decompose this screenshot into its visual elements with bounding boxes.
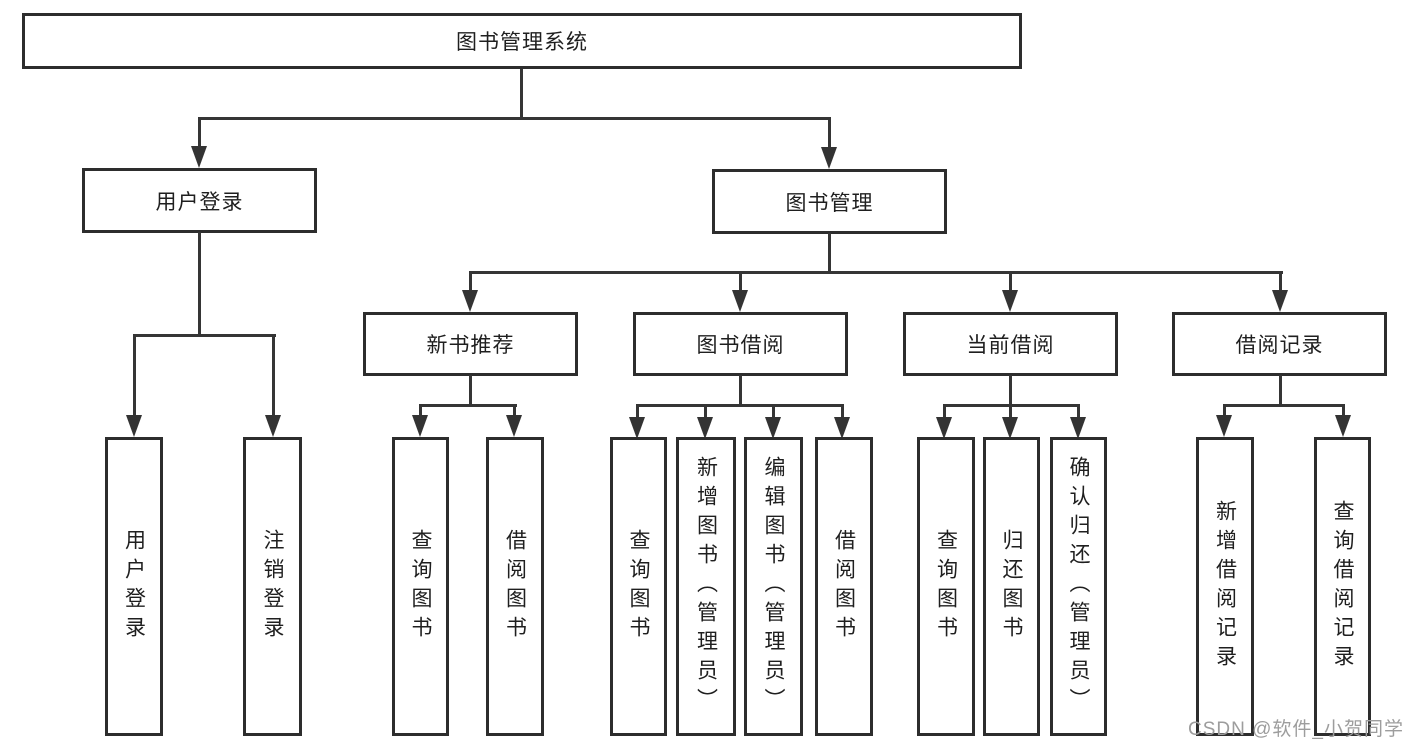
arrowhead-down-icon <box>936 417 952 439</box>
connector-vline <box>828 117 831 153</box>
node-borrowing-records: 借阅记录 <box>1172 312 1387 376</box>
connector-vline <box>419 404 422 418</box>
connector-vline <box>520 69 523 119</box>
connector-hline <box>1223 404 1345 407</box>
connector-hline <box>636 404 844 407</box>
connector-vline <box>272 334 275 419</box>
node-current-borrowing: 当前借阅 <box>903 312 1118 376</box>
leaf-logout: 注销登录 <box>243 437 302 736</box>
connector-vline <box>198 117 201 151</box>
connector-hline <box>133 334 276 337</box>
leaf-borrowing-add-books-admin: 新增图书（管理员） <box>676 437 736 736</box>
connector-vline <box>739 271 742 294</box>
node-user-login: 用户登录 <box>82 168 317 233</box>
leaf-current-query-books: 查询图书 <box>917 437 975 736</box>
leaf-current-confirm-return-admin: 确认归还（管理员） <box>1050 437 1107 736</box>
leaf-user-login: 用户登录 <box>105 437 163 736</box>
connector-vline <box>1077 404 1080 420</box>
connector-hline <box>469 271 1283 274</box>
leaf-records-add-record: 新增借阅记录 <box>1196 437 1254 736</box>
arrowhead-down-icon <box>126 415 142 437</box>
connector-vline <box>739 375 742 407</box>
csdn-watermark: CSDN @软件_小贺同学 <box>1188 719 1404 740</box>
arrowhead-down-icon <box>1002 290 1018 312</box>
connector-vline <box>513 404 516 418</box>
leaf-recommend-query-books: 查询图书 <box>392 437 449 736</box>
connector-vline <box>469 271 472 294</box>
arrowhead-down-icon <box>265 415 281 437</box>
arrowhead-down-icon <box>834 417 850 439</box>
connector-vline <box>1279 375 1282 407</box>
leaf-current-return-books: 归还图书 <box>983 437 1040 736</box>
leaf-borrowing-query-books: 查询图书 <box>610 437 667 736</box>
arrowhead-down-icon <box>412 415 428 437</box>
connector-vline <box>636 404 639 420</box>
arrowhead-down-icon <box>1002 417 1018 439</box>
arrowhead-down-icon <box>462 290 478 312</box>
leaf-recommend-borrow-books: 借阅图书 <box>486 437 544 736</box>
leaf-borrowing-borrow-books: 借阅图书 <box>815 437 873 736</box>
arrowhead-down-icon <box>1335 415 1351 437</box>
connector-vline <box>1009 375 1012 407</box>
node-new-book-recommend: 新书推荐 <box>363 312 578 376</box>
connector-vline <box>1009 404 1012 420</box>
arrowhead-down-icon <box>506 415 522 437</box>
arrowhead-down-icon <box>629 417 645 439</box>
connector-hline <box>419 404 517 407</box>
connector-vline <box>943 404 946 420</box>
connector-vline <box>1279 271 1282 294</box>
connector-vline <box>828 233 831 274</box>
node-book-borrowing: 图书借阅 <box>633 312 848 376</box>
arrowhead-down-icon <box>1272 290 1288 312</box>
leaf-borrowing-edit-books-admin: 编辑图书（管理员） <box>744 437 803 736</box>
arrowhead-down-icon <box>1070 417 1086 439</box>
connector-vline <box>1223 404 1226 418</box>
arrowhead-down-icon <box>765 417 781 439</box>
connector-vline <box>1009 271 1012 294</box>
connector-vline <box>772 404 775 420</box>
arrowhead-down-icon <box>1216 415 1232 437</box>
connector-vline <box>469 375 472 407</box>
connector-vline <box>133 334 136 419</box>
connector-hline <box>198 117 831 120</box>
connector-vline <box>1342 404 1345 418</box>
arrowhead-down-icon <box>821 147 837 169</box>
connector-vline <box>841 404 844 420</box>
arrowhead-down-icon <box>697 417 713 439</box>
arrowhead-down-icon <box>191 146 207 168</box>
arrowhead-down-icon <box>732 290 748 312</box>
connector-vline <box>704 404 707 420</box>
connector-vline <box>198 232 201 337</box>
leaf-records-query-record: 查询借阅记录 <box>1314 437 1371 736</box>
node-root: 图书管理系统 <box>22 13 1022 69</box>
node-book-management: 图书管理 <box>712 169 947 234</box>
